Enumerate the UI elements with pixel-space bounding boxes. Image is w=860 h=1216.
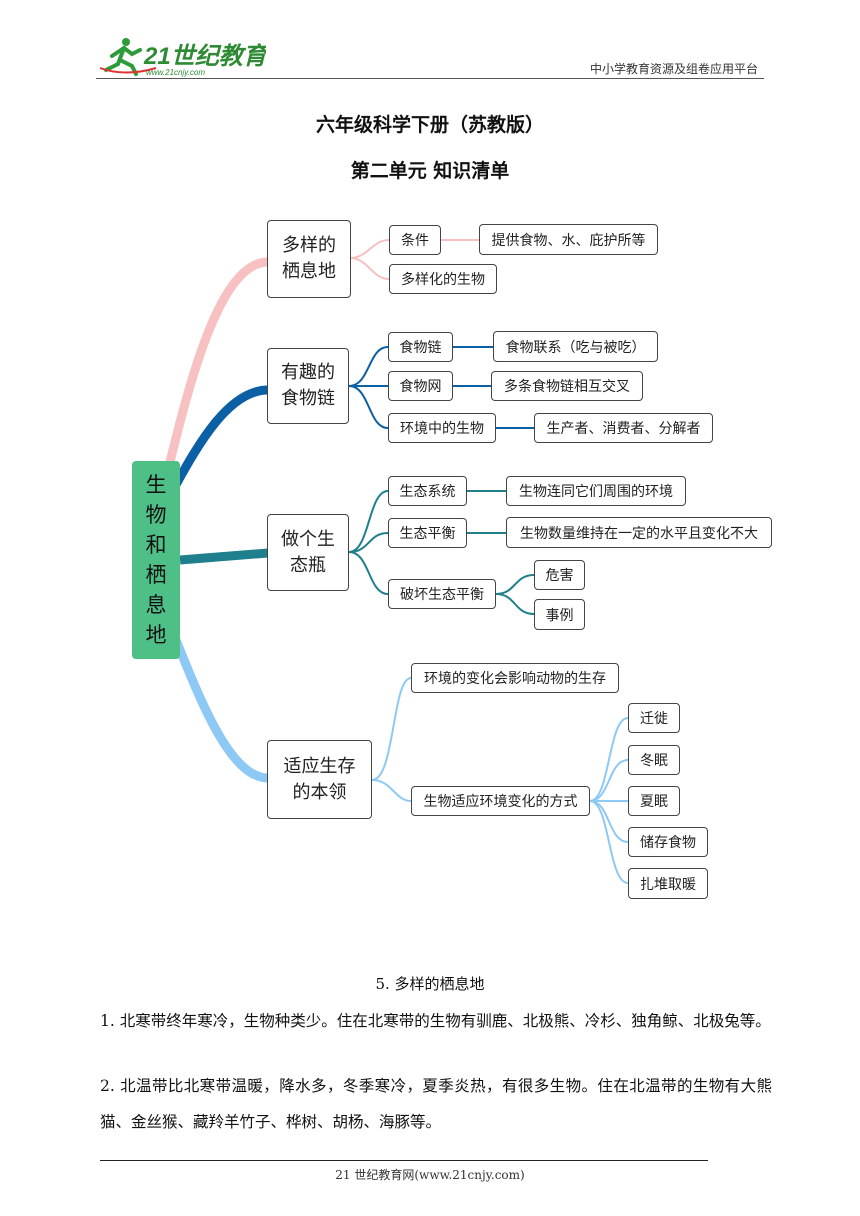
node-eco-balance-detail: 生物数量维持在一定的水平且变化不大: [506, 517, 772, 548]
header-divider: [96, 78, 764, 79]
page-title: 六年级科学下册（苏教版）: [315, 114, 544, 136]
branch-food-chain: 有趣的 食物链: [267, 348, 349, 424]
runner-icon: [99, 38, 157, 76]
node-harm: 危害: [534, 560, 585, 590]
footer-text: 21 世纪教育网(www.21cnjy.com): [335, 1168, 525, 1182]
paragraph: 2. 北温带比北寒带温暖，降水多，冬季寒冷，夏季炎热，有很多生物。住在北温带的生…: [100, 1077, 772, 1131]
mindmap-connectors: [163, 239, 629, 884]
root-char: 息: [145, 593, 167, 617]
node-hibernation: 冬眠: [628, 745, 680, 775]
root-char: 生: [145, 473, 167, 497]
node-store-food: 储存食物: [628, 827, 708, 857]
node-ecosystem: 生态系统: [388, 476, 467, 506]
mindmap-root: 生 物 和 栖 息 地: [132, 461, 180, 659]
node-condition-detail: 提供食物、水、庇护所等: [479, 224, 658, 255]
footer-divider: [100, 1160, 708, 1161]
node-env-change: 环境的变化会影响动物的生存: [411, 663, 619, 693]
branch-connector-2: [168, 385, 269, 495]
branch-diverse-habitats: 多样的 栖息地: [267, 220, 351, 298]
node-condition: 条件: [389, 225, 441, 255]
root-char: 地: [145, 623, 167, 647]
paragraph: 1. 北寒带终年寒冷，生物种类少。住在北寒带的生物有驯鹿、北极熊、冷杉、独角鲸、…: [100, 1012, 771, 1030]
node-eco-balance: 生态平衡: [388, 518, 467, 548]
node-food-chain: 食物链: [388, 332, 453, 362]
root-char: 物: [145, 503, 167, 527]
branch-connector-1: [163, 257, 269, 472]
node-example: 事例: [534, 599, 585, 630]
node-adaptation-ways: 生物适应环境变化的方式: [411, 786, 590, 816]
branch-connector-4: [167, 628, 269, 783]
logo-url: www.21cnjy.com: [146, 68, 205, 77]
branch-connector-3: [179, 548, 269, 565]
node-migration: 迁徙: [628, 703, 680, 733]
node-destroy-balance: 破坏生态平衡: [388, 579, 496, 609]
logo: 21世纪教育 www.21cnjy.com: [99, 38, 266, 77]
node-huddle: 扎堆取暖: [628, 868, 708, 899]
branch-survival-skills: 适应生存 的本领: [267, 740, 372, 819]
node-food-chain-detail: 食物联系（吃与被吃）: [493, 331, 658, 362]
section-title: 5. 多样的栖息地: [375, 975, 485, 993]
page-header: 21世纪教育 www.21cnjy.com 中小学教育资源及组卷应用平台: [96, 30, 764, 80]
header-platform-text: 中小学教育资源及组卷应用平台: [589, 62, 758, 76]
node-food-web: 食物网: [388, 371, 453, 401]
node-ecosystem-detail: 生物连同它们周围的环境: [506, 476, 686, 506]
node-food-web-detail: 多条食物链相互交叉: [491, 371, 643, 401]
root-char: 栖: [145, 563, 167, 587]
branch-eco-bottle: 做个生 态瓶: [267, 514, 349, 591]
node-diverse-organisms: 多样化的生物: [389, 264, 497, 294]
node-aestivation: 夏眠: [628, 786, 680, 816]
root-char: 和: [145, 533, 167, 557]
page-subtitle: 第二单元 知识清单: [350, 160, 510, 182]
node-env-organisms: 环境中的生物: [388, 413, 496, 443]
node-env-organisms-detail: 生产者、消费者、分解者: [534, 413, 713, 443]
logo-text: 21世纪教育: [143, 43, 266, 70]
